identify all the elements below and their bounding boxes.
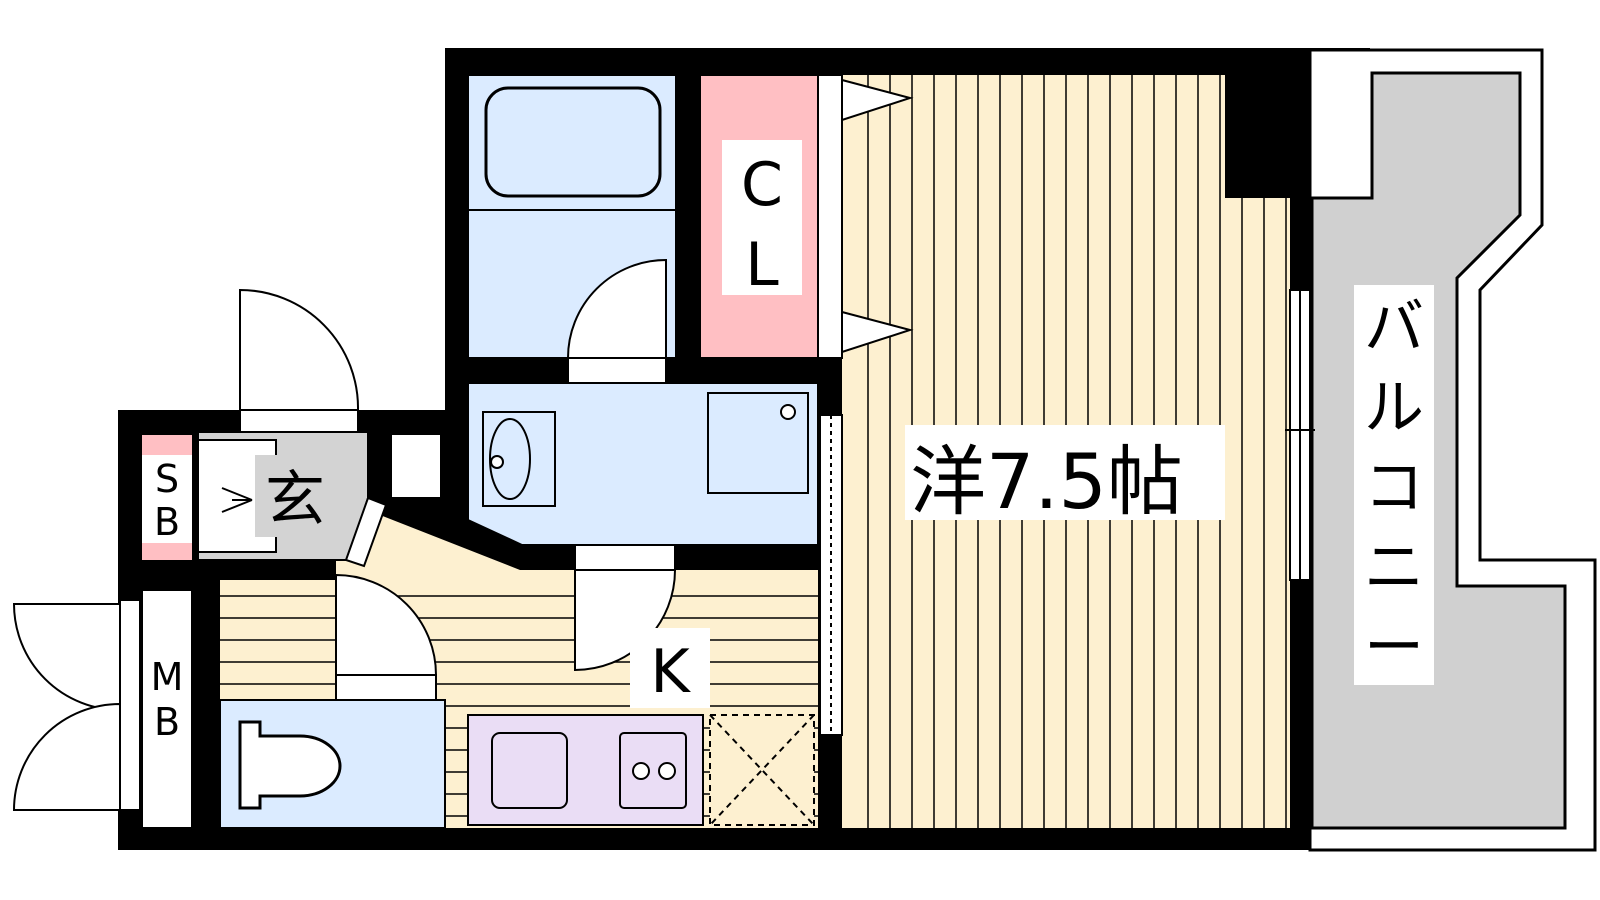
pipe-space (392, 435, 440, 497)
balcony: バ ル コ ニ ー (1308, 48, 1597, 852)
shoe-box-label-b: B (154, 500, 180, 544)
wash-basin-tap (490, 455, 504, 469)
balcony-label-char-3: コ (1364, 453, 1424, 523)
closet-label-c: C (741, 150, 783, 220)
balcony-label-char-5: ー (1364, 613, 1424, 683)
closet: C L (699, 74, 914, 359)
shoe-box: S B (142, 435, 192, 560)
burner-left (632, 762, 650, 780)
kitchen-label: K (650, 637, 691, 707)
burner-right (658, 762, 676, 780)
balcony-label-char-4: ニ (1364, 533, 1424, 603)
washing-machine-drain (780, 404, 796, 420)
fridge-cross-2 (709, 714, 815, 826)
western-room: 洋7.5帖 (819, 75, 1315, 828)
cooktop (619, 732, 687, 809)
closet-door-strip (817, 74, 843, 359)
meter-box-label-b: B (154, 700, 180, 744)
meter-box-door-lower (12, 702, 121, 811)
western-label-bg (905, 425, 1225, 520)
balcony-label-bg (1354, 285, 1434, 685)
closet-label-bg (722, 140, 802, 295)
wash-basin-bowl (489, 418, 531, 500)
kitchen-label-bg (630, 628, 710, 708)
entrance-inner-door (344, 496, 388, 568)
entrance-step-symbol (221, 487, 253, 513)
front-door-threshold (239, 409, 359, 433)
balcony-label-char-1: バ (1364, 293, 1424, 363)
meter-box-door-strip (119, 599, 141, 811)
toilet-room (219, 573, 446, 829)
front-door-swing (239, 288, 360, 411)
washroom-doorway (574, 544, 676, 571)
toilet-doorway (335, 674, 437, 701)
toilet-bowl (238, 720, 342, 810)
closet-door-lower (841, 310, 914, 354)
toilet-door-swing (335, 573, 438, 676)
shoe-box-label-s: S (155, 457, 179, 501)
kitchen-sink (491, 732, 568, 809)
meter-box-area (141, 589, 193, 829)
washroom (467, 382, 819, 546)
entrance: 玄 (197, 288, 388, 568)
fridge-cross-1 (709, 714, 815, 826)
meter-box-label-m: M (151, 655, 184, 699)
entrance-label: 玄 (265, 465, 325, 535)
bathtub (484, 86, 662, 198)
bathroom (467, 74, 677, 384)
entrance-label-bg (255, 455, 335, 537)
bathroom-door-swing (566, 258, 667, 359)
closet-label-l: L (745, 230, 779, 300)
meter-box: M B (12, 589, 193, 829)
balcony-label-char-2: ル (1364, 373, 1424, 443)
closet-door-upper (841, 78, 914, 122)
western-room-label: 洋7.5帖 (910, 437, 1183, 526)
bathroom-doorway (567, 357, 667, 384)
shoe-box-label-bg (142, 455, 192, 543)
meter-box-door-upper (12, 603, 121, 712)
